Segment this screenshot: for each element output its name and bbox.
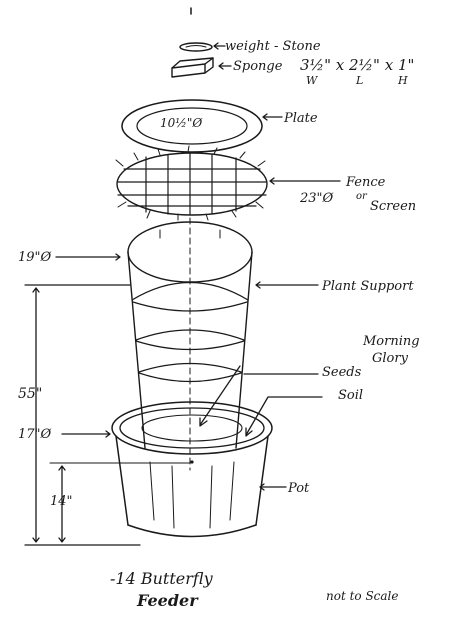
fence-screen: [115, 145, 268, 221]
plate: [121, 99, 263, 153]
sponge-w-label: W: [306, 74, 319, 87]
screen-label: Screen: [370, 199, 416, 214]
plant-support-arrow: [255, 281, 319, 289]
pot-dia-arrow: [61, 430, 111, 438]
fence-diameter: 23"Ø: [299, 191, 334, 206]
seeds-label: Seeds: [322, 365, 362, 380]
support-diameter: 19"Ø: [18, 250, 52, 265]
soil-label: Soil: [338, 388, 363, 403]
fence-or-label: or: [356, 191, 368, 202]
pot-label: Pot: [287, 481, 310, 496]
sponge-block: [171, 57, 214, 78]
plant-support: [127, 217, 253, 471]
fence-label: Fence: [345, 175, 386, 190]
glory-label: Glory: [372, 351, 409, 366]
height-total-label: 55": [18, 386, 42, 402]
support-dia-arrow: [55, 253, 121, 261]
weight-arrow: [213, 42, 226, 50]
scale-note: not to Scale: [326, 589, 399, 603]
morning-label: Morning: [362, 334, 420, 349]
plate-diameter: 10½"Ø: [160, 116, 203, 130]
title-line-2: Feeder: [136, 591, 199, 610]
sponge-l-label: L: [355, 74, 363, 87]
seeds-arrow: [199, 365, 241, 427]
pot: [111, 401, 273, 538]
sponge-label: Sponge: [233, 59, 283, 74]
fence-arrow: [269, 177, 341, 185]
sponge-dimensions: 3½" x 2½" x 1": [300, 56, 414, 74]
weight-stone: [179, 42, 213, 52]
height-dimension-pot: [49, 462, 191, 543]
soil-arrow: [245, 396, 323, 437]
sponge-arrow: [218, 62, 232, 70]
title-line-1: -14 Butterfly: [110, 569, 214, 588]
height-dimension-total: [24, 284, 141, 546]
plant-support-label: Plant Support: [321, 279, 414, 294]
sponge-h-label: H: [397, 74, 408, 87]
pot-arrow: [259, 483, 287, 491]
pot-diameter: 17"Ø: [18, 427, 52, 442]
plate-label: Plate: [283, 111, 318, 126]
weight-label: weight - Stone: [225, 39, 321, 54]
plate-arrow: [262, 113, 283, 121]
height-pot-label: 14": [50, 494, 73, 509]
